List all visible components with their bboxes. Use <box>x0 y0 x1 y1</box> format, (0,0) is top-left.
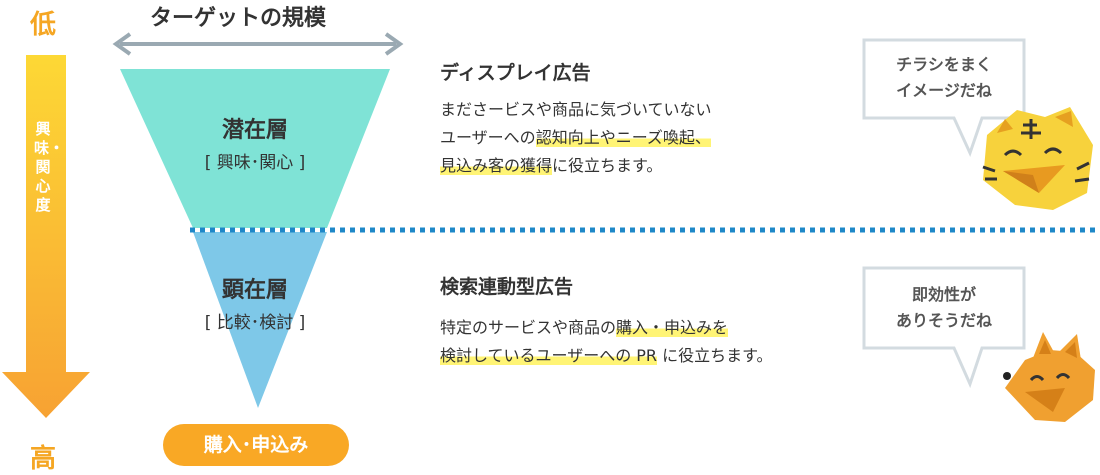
scale-title: ターゲットの規模 <box>150 6 327 31</box>
active-layer-shape <box>193 232 327 408</box>
search-ad-line-1-text: 特定のサービスや商品の <box>440 318 617 337</box>
display-ad-description: まださービスや商品に気づいていない ユーザーへの認知向上やニーズ喚起、 見込み客… <box>440 96 712 180</box>
dog-icon <box>1003 332 1095 422</box>
display-ad-heading: ディスプレイ広告 <box>440 62 591 84</box>
bubble-2-line-2: ありそうだね <box>895 311 992 330</box>
search-ad-line-2: 検討しているユーザーへの PR に役立ちます。 <box>440 342 773 370</box>
purchase-apply-pill: 購入･申込み <box>163 424 349 466</box>
display-ad-line-2-text: ユーザーへの <box>440 128 536 147</box>
double-arrow-icon <box>112 32 404 56</box>
speech-bubble-1 <box>862 38 1026 158</box>
down-arrow-icon <box>2 55 90 418</box>
search-ad-description: 特定のサービスや商品の購入・申込みを 検討しているユーザーへの PR に役立ちま… <box>440 314 773 370</box>
bubble-1-line-2: イメージだね <box>896 81 992 100</box>
display-ad-line-3-text: に役立ちます。 <box>552 156 663 175</box>
speech-bubble-2 <box>862 266 1026 388</box>
tiger-icon <box>982 107 1093 210</box>
display-ad-line-3: 見込み客の獲得に役立ちます。 <box>440 152 712 180</box>
search-ad-heading: 検索連動型広告 <box>440 276 574 298</box>
active-layer-title: 顕在層 <box>221 278 288 303</box>
search-ad-line-1: 特定のサービスや商品の購入・申込みを <box>440 314 773 342</box>
search-ad-line-2-text: に役立ちます。 <box>657 346 773 365</box>
latent-layer-shape <box>120 69 390 228</box>
active-layer-subtitle: [ 比較･検討 ] <box>204 313 306 333</box>
low-label: 低 <box>30 10 57 40</box>
search-ad-highlight-2: 検討しているユーザーへの PR <box>440 346 658 365</box>
latent-layer-title: 潜在層 <box>221 118 288 143</box>
latent-layer-subtitle: [ 興味･関心 ] <box>204 153 306 173</box>
bubble-1-line-1: チラシをまく <box>896 55 992 74</box>
display-ad-line-2: ユーザーへの認知向上やニーズ喚起、 <box>440 124 712 152</box>
high-label: 高 <box>30 444 57 474</box>
display-ad-highlight-2: 見込み客の獲得 <box>440 156 553 175</box>
display-ad-highlight-1: 認知向上やニーズ喚起、 <box>535 128 711 147</box>
bubble-1-text: チラシをまく イメージだね <box>869 52 1019 104</box>
bubble-2-line-1: 即効性が <box>911 285 976 304</box>
bubble-2-text: 即効性が ありそうだね <box>869 282 1019 334</box>
search-ad-highlight-1: 購入・申込みを <box>616 318 729 337</box>
display-ad-line-1: まださービスや商品に気づいていない <box>440 100 712 119</box>
